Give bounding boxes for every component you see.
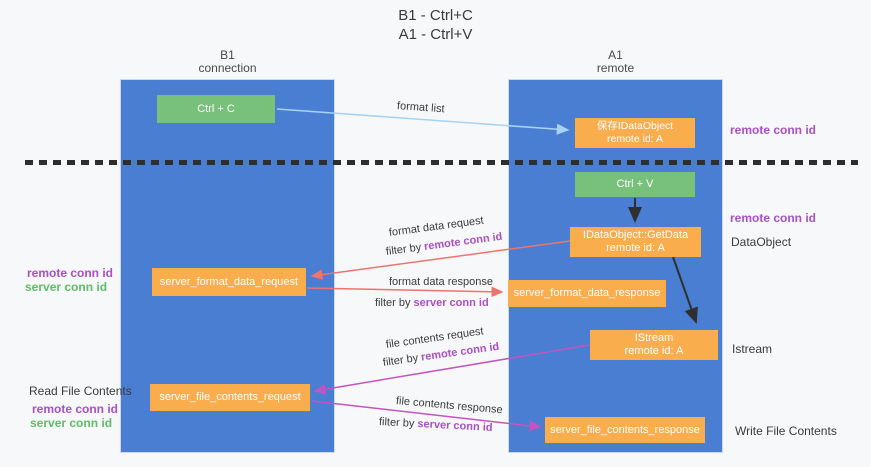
column-b1-role: connection	[198, 61, 257, 75]
node-ctrl-c-label: Ctrl + C	[197, 102, 235, 115]
node-idataobject-getdata: IDataObject::GetData remote id: A	[570, 227, 701, 257]
node-ctrl-v: Ctrl + V	[575, 172, 695, 197]
arrow-label-file-contents-response: file contents response	[395, 395, 504, 417]
node-getdata-line1: IDataObject::GetData	[582, 229, 689, 241]
node-save-idataobject-line2: remote id: A	[606, 133, 664, 145]
column-header-a1: A1 remote	[508, 49, 723, 75]
right-label-write-file-contents: Write File Contents	[735, 424, 837, 438]
column-header-b1: B1 connection	[120, 49, 335, 75]
left-label-server-conn-id-bottom: server conn id	[30, 416, 113, 430]
node-server-file-contents-request: server_file_contents_request	[150, 384, 310, 411]
arrow-format-data-response	[306, 286, 504, 298]
server-conn-id-text: server conn id	[417, 418, 493, 434]
title-line-1: B1 - Ctrl+C	[398, 7, 473, 24]
node-format-response-label: server_format_data_response	[513, 287, 661, 299]
right-label-dataobject: DataObject	[731, 235, 792, 249]
filter-by-text: filter by	[378, 416, 415, 430]
left-label-remote-conn-id-bottom: remote conn id	[32, 402, 119, 416]
right-label-remote-conn-id-mid: remote conn id	[730, 211, 817, 225]
node-istream: IStream remote id: A	[590, 330, 718, 360]
left-label-server-conn-id-mid: server conn id	[25, 280, 108, 294]
phase-separator-dashed-line	[25, 160, 858, 165]
node-server-format-data-response: server_format_data_response	[508, 280, 666, 307]
column-a1-name: A1	[608, 48, 623, 62]
remote-conn-id-text: remote conn id	[423, 230, 504, 253]
node-save-idataobject-line1: 保存IDataObject	[596, 120, 674, 132]
node-file-request-label: server_file_contents_request	[159, 391, 301, 403]
node-save-idataobject: 保存IDataObject remote id: A	[575, 118, 695, 148]
arrow-label-format-data-response: format data response	[389, 276, 493, 288]
node-format-request-label: server_format_data_request	[159, 275, 299, 288]
node-server-file-contents-response: server_file_contents_response	[545, 417, 705, 443]
filter-by-text: filter by	[375, 297, 411, 309]
left-label-read-file-contents: Read File Contents	[29, 384, 132, 398]
filter-by-text: filter by	[382, 352, 419, 369]
diagram-title: B1 - Ctrl+C A1 - Ctrl+V	[0, 6, 871, 44]
node-file-response-label: server_file_contents_response	[550, 423, 700, 436]
column-a1-role: remote	[596, 61, 635, 75]
node-getdata-line2: remote id: A	[606, 242, 665, 254]
node-istream-line2: remote id: A	[624, 345, 684, 357]
node-server-format-data-request: server_format_data_request	[152, 268, 306, 296]
arrow-label-format-list: format list	[396, 100, 445, 116]
node-ctrl-v-label: Ctrl + V	[616, 178, 654, 190]
column-b1-name: B1	[220, 48, 235, 62]
title-line-2: A1 - Ctrl+V	[398, 26, 473, 43]
right-label-istream: Istream	[732, 342, 773, 356]
server-conn-id-text: server conn id	[413, 297, 489, 309]
node-ctrl-c: Ctrl + C	[157, 95, 275, 123]
right-label-remote-conn-id-top: remote conn id	[730, 123, 817, 137]
filter-by-text: filter by	[385, 241, 422, 258]
left-label-remote-conn-id-mid: remote conn id	[27, 266, 114, 280]
node-istream-line1: IStream	[634, 332, 674, 344]
